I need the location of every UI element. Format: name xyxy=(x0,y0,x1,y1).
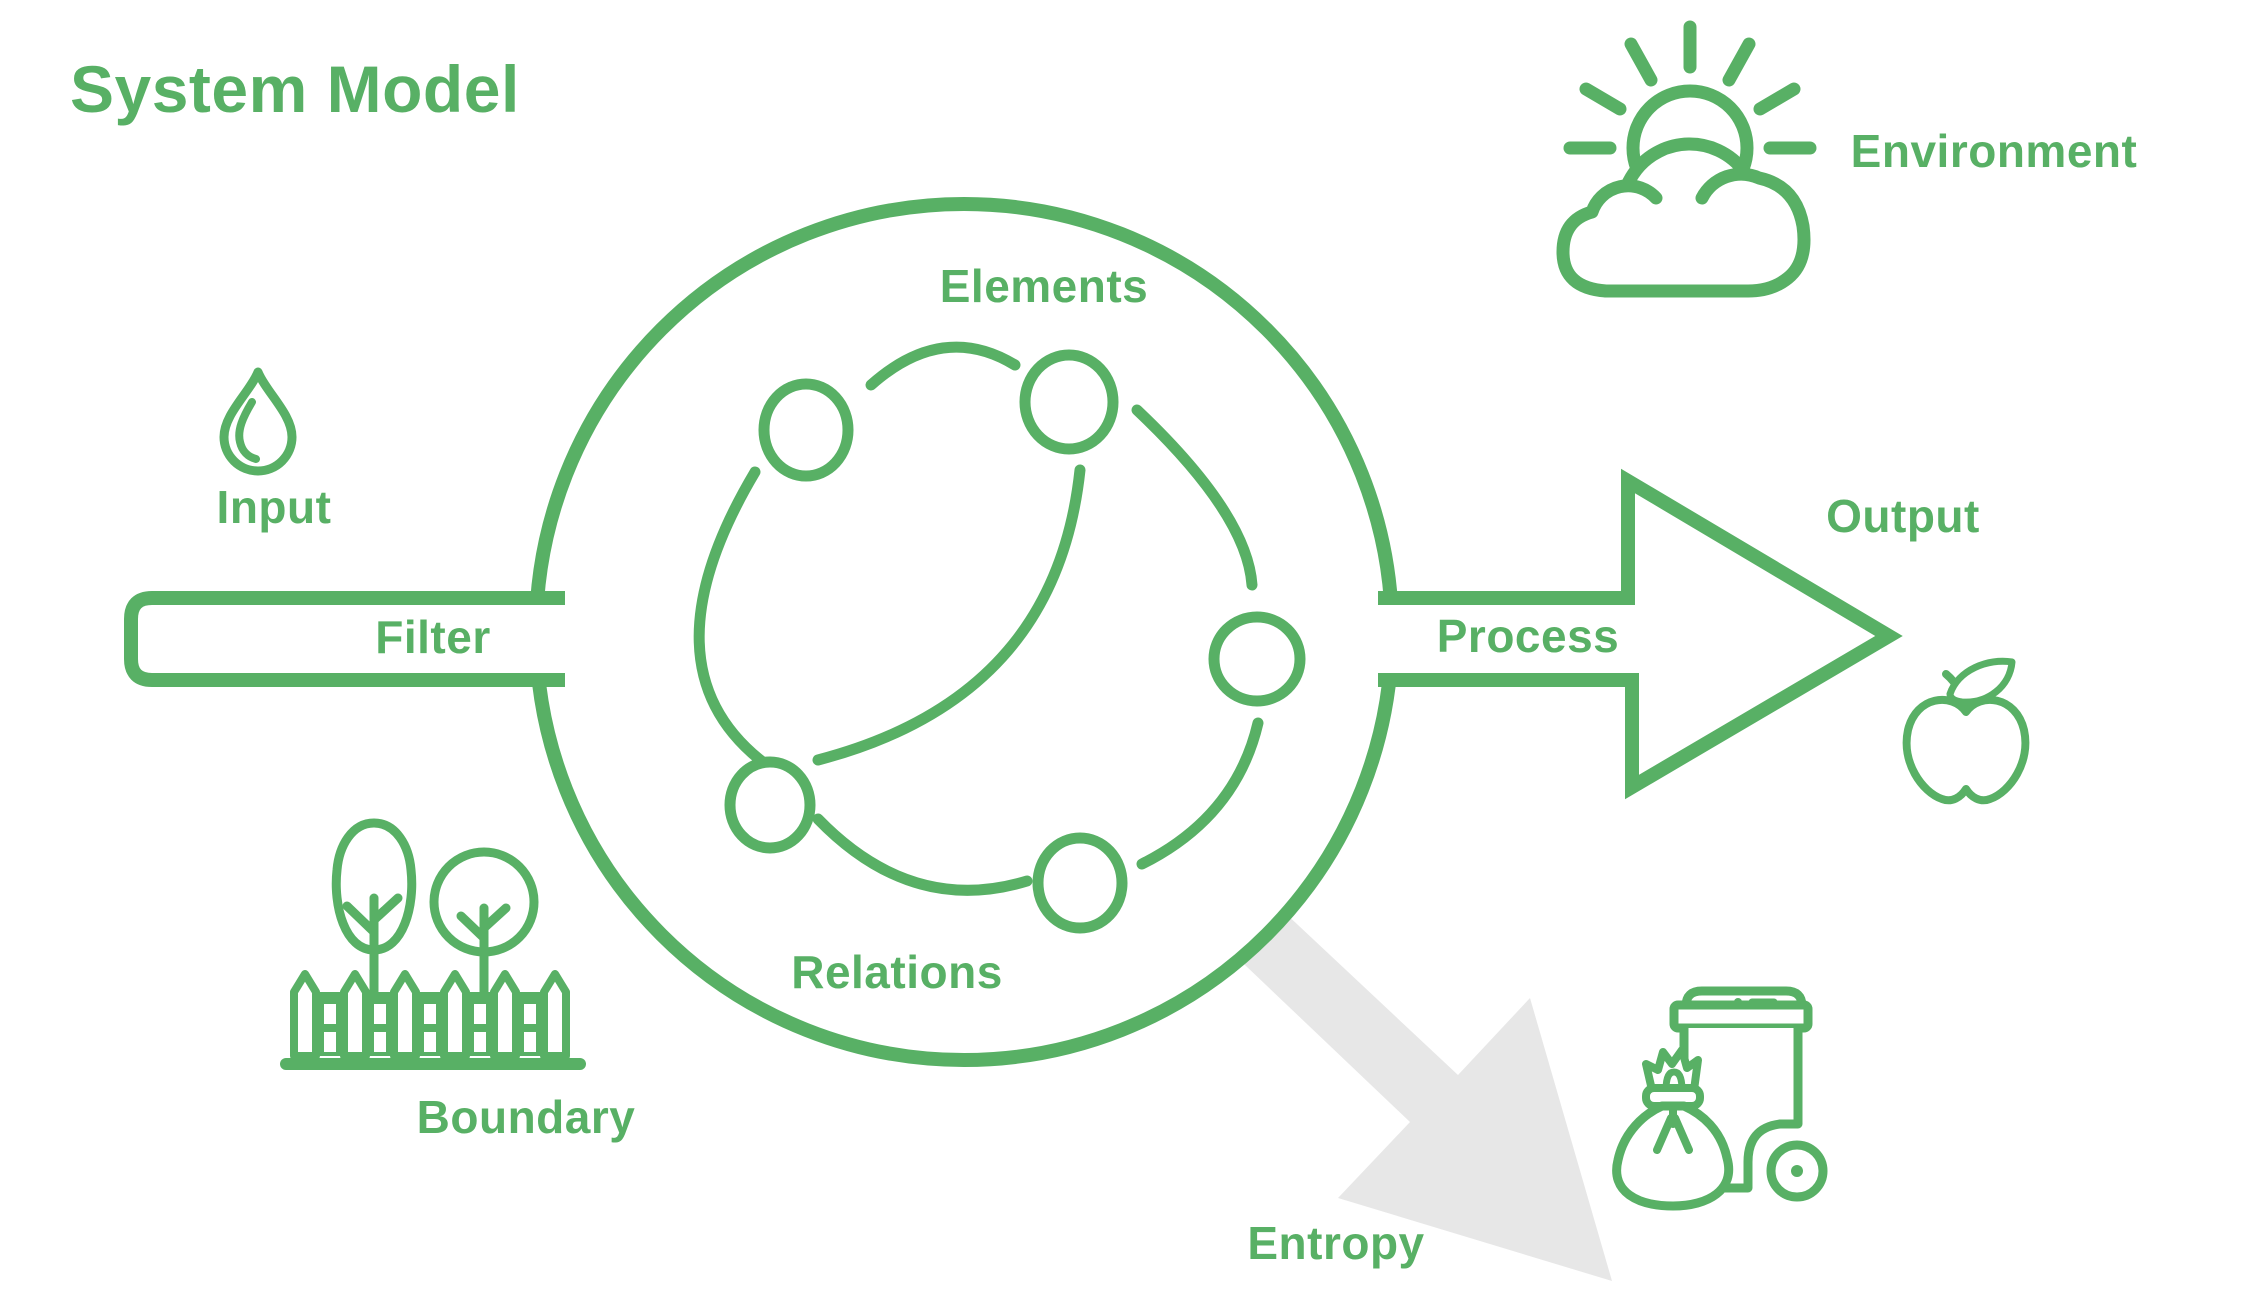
network-link xyxy=(812,813,1033,896)
network-link xyxy=(812,464,1086,766)
page-title: System Model xyxy=(70,52,520,126)
filter-label: Filter xyxy=(375,611,491,663)
front-cloud-icon xyxy=(1556,179,1663,298)
bag-creases xyxy=(1653,1106,1693,1154)
tree-trunk xyxy=(456,903,511,1013)
entropy-label: Entropy xyxy=(1247,1217,1425,1269)
tree-trunk xyxy=(342,893,403,1013)
sun-cloud-icon xyxy=(1556,20,1817,298)
trees-fence-icon xyxy=(280,818,586,1070)
process-label: Process xyxy=(1436,610,1620,662)
water-drop-icon xyxy=(219,367,297,476)
entropy-arrow-shape xyxy=(1205,880,1612,1281)
front-cloud-icon xyxy=(1599,167,1811,298)
process-arrow xyxy=(1378,468,1903,800)
network-node xyxy=(724,756,816,854)
network-node xyxy=(1032,832,1128,934)
bag-body xyxy=(1612,1101,1734,1211)
fence-pickets xyxy=(290,970,570,1060)
network-link xyxy=(693,466,770,769)
network-link xyxy=(1131,404,1258,591)
elements-label: Elements xyxy=(939,260,1149,312)
relations-label: Relations xyxy=(791,946,1003,998)
entropy-arrow xyxy=(1205,880,1612,1281)
input-label: Input xyxy=(216,481,332,533)
network-link xyxy=(1136,717,1264,870)
network-node xyxy=(1208,611,1306,707)
bag-knot-arch xyxy=(1662,1068,1686,1091)
network-nodes xyxy=(724,349,1306,934)
boundary-label: Boundary xyxy=(416,1091,636,1143)
bin-lid-rim xyxy=(1669,1000,1813,1033)
sun-rays xyxy=(1563,20,1817,155)
apple-body xyxy=(1902,695,2030,805)
apple-leaf xyxy=(1946,657,2016,706)
network-node xyxy=(1019,349,1119,455)
network-node xyxy=(758,378,854,482)
environment-label: Environment xyxy=(1850,125,2138,177)
apple-icon xyxy=(1902,657,2030,805)
bin-wheel-hub xyxy=(1791,1165,1803,1177)
trash-bag-bin-icon xyxy=(1612,986,1828,1211)
output-label: Output xyxy=(1826,490,1980,542)
network-links xyxy=(693,341,1264,896)
drop-highlight xyxy=(235,398,260,463)
front-cloud-fill xyxy=(1563,174,1804,291)
filter-bar xyxy=(124,591,565,687)
network-link xyxy=(865,341,1021,391)
fence-rail-gaps xyxy=(324,1004,536,1052)
